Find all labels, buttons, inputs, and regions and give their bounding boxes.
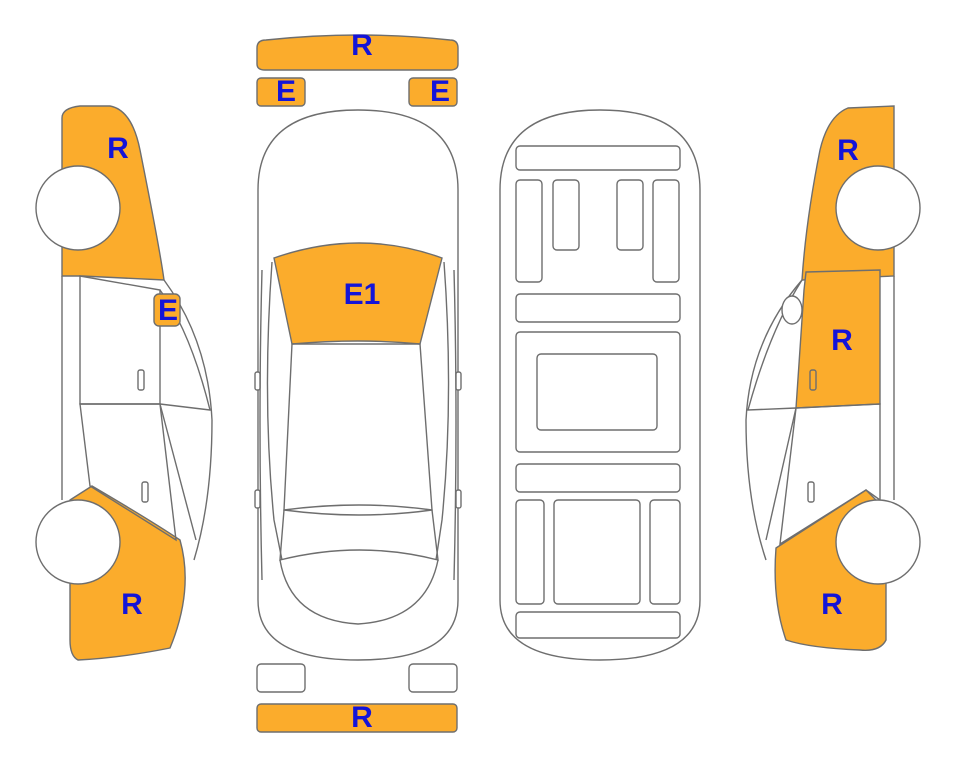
left-rear-door [79, 403, 177, 542]
left-window-line [159, 289, 211, 541]
right-body-outline [745, 276, 895, 561]
underbody-panel [553, 499, 641, 605]
headlight-left-part: E [256, 75, 306, 108]
headlight-right-label: E [430, 75, 450, 108]
underbody-panel [616, 179, 644, 251]
right-front-wheel [835, 165, 921, 251]
windshield-shape [273, 242, 443, 345]
left-mirror-top [254, 371, 261, 391]
headlight-right-shape [408, 77, 458, 107]
rear-bumper-label: R [351, 701, 373, 734]
windshield-label: E1 [344, 278, 381, 311]
car-top-body [257, 109, 459, 661]
right-door-handle [809, 369, 817, 391]
underbody-panel [652, 179, 680, 283]
right-pillar-line [453, 269, 457, 581]
right-front-door-label: R [831, 324, 853, 357]
underbody-panel [515, 293, 681, 323]
car-top-view: E1 [254, 109, 462, 661]
left-mirror-shape [153, 293, 181, 327]
headlight-right-part: E [408, 75, 458, 108]
car-left-side-view: R R E [35, 105, 213, 661]
front-bumper-label: R [351, 29, 373, 62]
left-rear-quarter-label: R [121, 588, 143, 621]
left-mirror-label: E [158, 294, 178, 327]
taillight-right-shape [408, 663, 458, 693]
left-front-fender-label: R [107, 132, 129, 165]
right-rear-quarter-label: R [821, 588, 843, 621]
right-door-handle [807, 481, 815, 503]
rear-bumper-shape [256, 703, 458, 733]
underbody-panel [649, 499, 681, 605]
left-pillar-line [259, 269, 263, 581]
right-handle-top [455, 489, 462, 509]
front-bumper-shape [256, 34, 459, 71]
right-front-fender-label: R [837, 134, 859, 167]
underbody-outline [499, 109, 701, 661]
car-underbody-view [499, 109, 701, 661]
taillight-left-shape [256, 663, 306, 693]
left-body-outline [61, 276, 213, 561]
left-side-window-line [266, 261, 283, 561]
rear-bumper-part: R [256, 701, 458, 734]
left-front-wheel [35, 165, 121, 251]
right-side-window-line [435, 261, 450, 561]
left-handle-top [254, 489, 261, 509]
right-rear-wheel [835, 499, 921, 585]
underbody-panel [515, 499, 545, 605]
front-bumper-part: R [256, 29, 459, 71]
underbody-panel [515, 611, 681, 639]
underbody-panel [515, 463, 681, 493]
trunk-outline [279, 559, 439, 625]
underbody-panel [552, 179, 580, 251]
headlight-left-shape [256, 77, 306, 107]
headlight-left-label: E [276, 75, 296, 108]
underbody-panel [515, 331, 681, 453]
underbody-panel [536, 353, 658, 431]
left-door-handle [141, 481, 149, 503]
left-rear-wheel [35, 499, 121, 585]
right-window-line [747, 279, 803, 541]
underbody-panel [515, 179, 543, 283]
right-rear-door [779, 403, 881, 546]
right-mirror-top [455, 371, 462, 391]
underbody-panel [515, 145, 681, 171]
left-front-door [79, 275, 161, 405]
left-door-handle [137, 369, 145, 391]
right-mirror-shape [781, 295, 803, 325]
car-right-side-view: R R R [745, 105, 921, 651]
